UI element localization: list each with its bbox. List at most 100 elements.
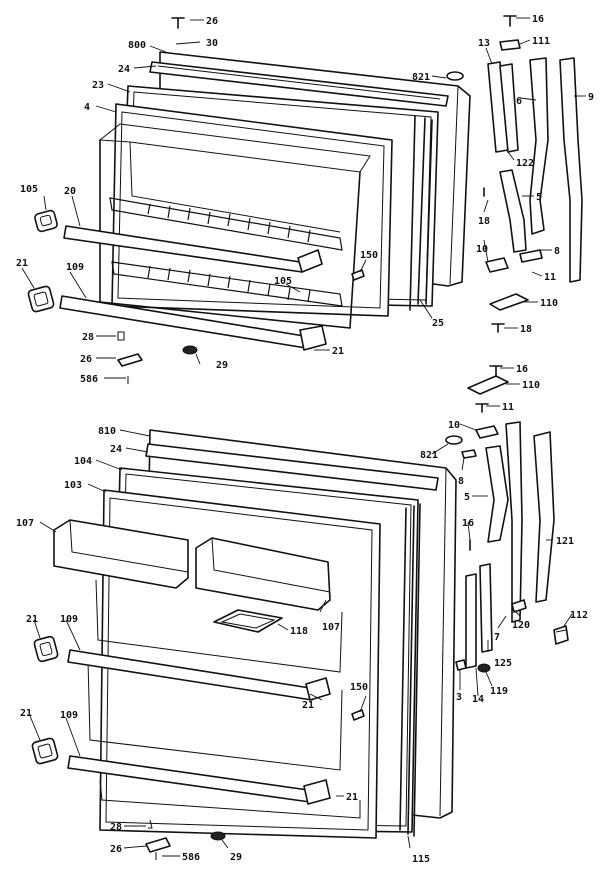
label-11: 11 — [544, 272, 556, 283]
label-16: 16 — [532, 14, 544, 25]
label-13: 13 — [478, 38, 490, 49]
label-18: 18 — [520, 324, 532, 335]
label-18: 18 — [478, 216, 490, 227]
label-26: 26 — [110, 844, 122, 855]
label-109: 109 — [60, 614, 78, 625]
label-21: 21 — [16, 258, 28, 269]
label-119: 119 — [490, 686, 508, 697]
butter-tray — [213, 609, 283, 633]
label-821: 821 — [420, 450, 438, 461]
label-586: 586 — [182, 852, 200, 863]
clip — [351, 269, 365, 281]
label-105: 105 — [274, 276, 292, 287]
label-26: 26 — [80, 354, 92, 365]
shelf-end-cap — [34, 209, 58, 233]
label-118: 118 — [290, 626, 308, 637]
label-21: 21 — [302, 700, 314, 711]
label-105: 105 — [20, 184, 38, 195]
label-20: 20 — [64, 186, 76, 197]
freezer-upper-rack — [109, 197, 343, 251]
label-800: 800 — [128, 40, 146, 51]
fresh-food-part-labels: 16 110 11 810 24 821 10 104 8 103 5 107 … — [16, 364, 588, 865]
freezer-door-inner-liner — [111, 103, 393, 317]
label-810: 810 — [98, 426, 116, 437]
label-21: 21 — [20, 708, 32, 719]
door-handle-9 — [559, 57, 583, 283]
label-21: 21 — [332, 346, 344, 357]
grommet — [477, 663, 491, 673]
door-trim-strip-3 — [465, 573, 477, 669]
label-121: 121 — [556, 536, 574, 547]
door-handle-121 — [533, 431, 555, 603]
label-9: 9 — [588, 92, 594, 103]
fresh-food-door-assembly — [31, 365, 569, 860]
freezer-door-assembly — [27, 15, 583, 384]
label-16: 16 — [516, 364, 528, 375]
label-5: 5 — [464, 492, 470, 503]
label-109: 109 — [60, 710, 78, 721]
label-104: 104 — [74, 456, 92, 467]
freezer-leader-lines — [21, 17, 586, 379]
hinge-110 — [489, 293, 529, 311]
freezer-door-rim-strip — [149, 61, 449, 107]
door-plug — [446, 71, 464, 81]
door-stop — [182, 345, 198, 355]
label-5: 5 — [536, 192, 542, 203]
label-11: 11 — [502, 402, 514, 413]
label-10: 10 — [448, 420, 460, 431]
hinge-pin — [499, 39, 521, 51]
label-8: 8 — [458, 476, 464, 487]
handle-bracket-5 — [499, 169, 527, 253]
screw — [117, 331, 125, 341]
door-trim-strip-125 — [479, 563, 493, 653]
label-111: 111 — [532, 36, 550, 47]
label-28: 28 — [110, 822, 122, 833]
shelf-end-cap — [31, 737, 59, 765]
label-16: 16 — [462, 518, 474, 529]
label-24: 24 — [110, 444, 122, 455]
label-821: 821 — [412, 72, 430, 83]
hinge-110 — [467, 375, 509, 395]
door-handle-6 — [529, 57, 549, 235]
label-125: 125 — [494, 658, 512, 669]
freezer-part-labels: 26 800 30 24 23 4 821 105 20 21 109 105 … — [16, 14, 594, 385]
label-29: 29 — [216, 360, 228, 371]
shelf-end-cap — [27, 285, 55, 313]
shelf-end-cap — [33, 635, 59, 663]
handle-bracket-5 — [485, 445, 509, 543]
clip — [351, 709, 365, 721]
label-14: 14 — [472, 694, 484, 705]
label-26: 26 — [206, 16, 218, 27]
label-586: 586 — [80, 374, 98, 385]
label-122: 122 — [516, 158, 534, 169]
label-10: 10 — [476, 244, 488, 255]
hinge-plate — [117, 353, 143, 367]
door-stop — [210, 831, 226, 841]
label-4: 4 — [84, 102, 90, 113]
label-21: 21 — [346, 792, 358, 803]
fresh-food-leader-lines — [29, 367, 573, 857]
label-103: 103 — [64, 480, 82, 491]
label-107: 107 — [322, 622, 340, 633]
label-115: 115 — [412, 854, 430, 865]
freezer-lower-rack — [111, 261, 343, 307]
label-6: 6 — [516, 96, 522, 107]
door-trim-strip-122 — [499, 63, 519, 153]
label-29: 29 — [230, 852, 242, 863]
label-3: 3 — [456, 692, 462, 703]
label-112: 112 — [570, 610, 588, 621]
label-24: 24 — [118, 64, 130, 75]
label-23: 23 — [92, 80, 104, 91]
label-150: 150 — [360, 250, 378, 261]
label-110: 110 — [522, 380, 540, 391]
label-110: 110 — [540, 298, 558, 309]
hinge-plate — [145, 837, 171, 853]
door-plug — [445, 435, 463, 445]
label-120: 120 — [512, 620, 530, 631]
label-28: 28 — [82, 332, 94, 343]
label-25: 25 — [432, 318, 444, 329]
label-30: 30 — [206, 38, 218, 49]
label-21: 21 — [26, 614, 38, 625]
label-7: 7 — [494, 632, 500, 643]
